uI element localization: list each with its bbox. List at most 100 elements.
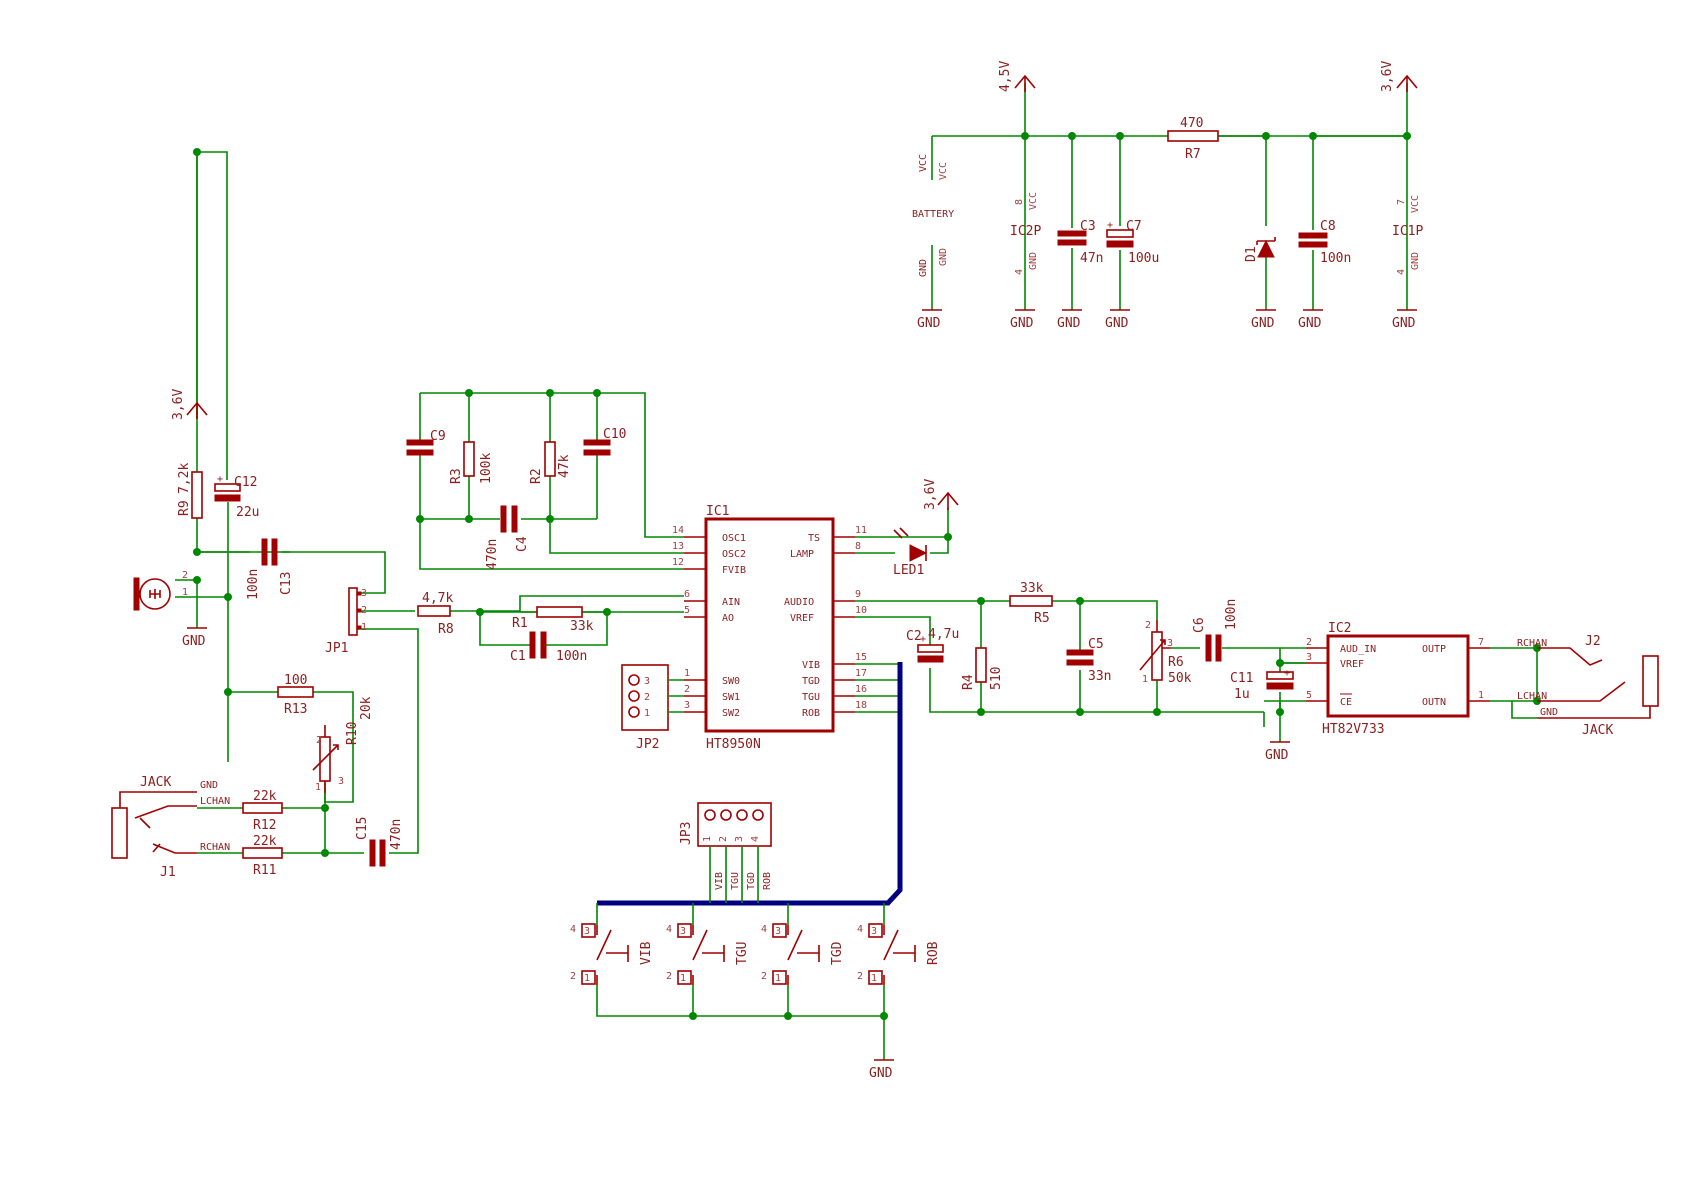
r4-value: 510 bbox=[989, 667, 1004, 690]
header-jp1: 3 2 1 JP1 bbox=[325, 587, 367, 656]
svg-text:TGD: TGD bbox=[802, 676, 820, 687]
output-section: + C2 4,7u R4 510 33k R5 C5 33n 2 3 1 R6 … bbox=[855, 581, 1659, 763]
svg-text:AO: AO bbox=[722, 613, 734, 624]
svg-text:+: + bbox=[1107, 220, 1113, 231]
svg-text:11: 11 bbox=[855, 525, 867, 536]
svg-text:17: 17 bbox=[855, 668, 867, 679]
c6-value: 100n bbox=[1224, 599, 1239, 630]
svg-text:TGU: TGU bbox=[802, 692, 820, 703]
c12-label: C12 bbox=[234, 475, 257, 490]
svg-text:1: 1 bbox=[584, 973, 590, 984]
svg-text:VREF: VREF bbox=[1340, 659, 1364, 670]
svg-text:3: 3 bbox=[584, 926, 590, 937]
svg-text:SW0: SW0 bbox=[722, 676, 740, 687]
supply-arrow-3v6: 3,6V bbox=[1380, 61, 1418, 92]
r11-value: 22k bbox=[253, 834, 277, 849]
r5-label: R5 bbox=[1034, 611, 1050, 626]
svg-text:GND: GND bbox=[182, 634, 206, 649]
svg-text:LAMP: LAMP bbox=[790, 549, 814, 560]
switch-vib-label: VIB bbox=[639, 941, 654, 965]
r12-value: 22k bbox=[253, 789, 277, 804]
ic2p-power-pins: 8 VCC IC2P 4 GND bbox=[1010, 192, 1041, 275]
c8-value: 100n bbox=[1320, 251, 1351, 266]
c8-label: C8 bbox=[1320, 219, 1336, 234]
svg-text:1: 1 bbox=[684, 668, 690, 679]
j2-label: J2 bbox=[1585, 634, 1601, 649]
svg-text:2: 2 bbox=[1145, 620, 1151, 631]
c4-value: 470n bbox=[485, 539, 500, 570]
jack-right-gnd: GND bbox=[1540, 707, 1558, 718]
svg-text:CE: CE bbox=[1340, 697, 1352, 708]
svg-text:3: 3 bbox=[684, 700, 690, 711]
ic2p-pin-4: 4 bbox=[1014, 269, 1025, 275]
r7-label: R7 bbox=[1185, 147, 1201, 162]
capacitor-c6: C6 100n bbox=[1192, 599, 1239, 662]
mic-pin-2: 2 bbox=[182, 570, 188, 581]
svg-text:4: 4 bbox=[570, 924, 576, 935]
svg-text:+: + bbox=[920, 634, 926, 645]
switch-tgd-label: TGD bbox=[830, 941, 845, 965]
svg-text:2: 2 bbox=[316, 735, 322, 746]
jp1-pin-3: 3 bbox=[361, 588, 367, 599]
svg-text:OUTP: OUTP bbox=[1422, 644, 1446, 655]
vcc-label: VCC bbox=[918, 154, 929, 172]
jack-left-gnd: GND bbox=[200, 780, 218, 791]
svg-text:GND: GND bbox=[1057, 316, 1081, 331]
r13-label: R13 bbox=[284, 702, 307, 717]
svg-text:16: 16 bbox=[855, 684, 867, 695]
svg-text:SW1: SW1 bbox=[722, 692, 740, 703]
svg-text:3: 3 bbox=[644, 676, 650, 687]
c5-value: 33n bbox=[1088, 669, 1111, 684]
svg-text:1: 1 bbox=[775, 973, 781, 984]
ic1-right-pins: 11 TS 8 LAMP 9 AUDIO 10 VREF 15 VIB 17 T… bbox=[784, 525, 867, 719]
svg-text:3: 3 bbox=[734, 836, 745, 842]
svg-text:9: 9 bbox=[855, 589, 861, 600]
svg-text:4: 4 bbox=[666, 924, 672, 935]
battery-symbol: VCC VCC BATTERY GND GND bbox=[912, 154, 954, 277]
svg-text:18: 18 bbox=[855, 700, 867, 711]
svg-text:OUTN: OUTN bbox=[1422, 697, 1446, 708]
svg-text:4: 4 bbox=[761, 924, 767, 935]
r8-label: R8 bbox=[438, 622, 454, 637]
svg-text:VIB: VIB bbox=[802, 660, 820, 671]
r7-value: 470 bbox=[1180, 116, 1203, 131]
resistor-r3: R3 100k bbox=[449, 441, 494, 484]
supply-arrow-4v5: 4,5V bbox=[998, 61, 1036, 92]
ic1-chip: IC1 HT8950N 14 OSC1 13 OSC2 12 FVIB 6 AI… bbox=[672, 504, 867, 752]
ic2p-pin-8: 8 bbox=[1014, 199, 1025, 205]
d1-label: D1 bbox=[1244, 246, 1259, 262]
jp3-label: JP3 bbox=[679, 822, 694, 845]
gnd-symbols-top: GND GND GND GND GND GND GND bbox=[917, 309, 1417, 331]
capacitor-c1: C1 100n bbox=[510, 631, 587, 664]
svg-text:2: 2 bbox=[761, 971, 767, 982]
capacitor-c8: C8 100n bbox=[1298, 219, 1351, 266]
svg-text:1: 1 bbox=[702, 836, 713, 842]
r12-label: R12 bbox=[253, 818, 276, 833]
c15-label: C15 bbox=[355, 817, 370, 840]
svg-text:GND: GND bbox=[1265, 748, 1289, 763]
svg-text:GND: GND bbox=[869, 1066, 893, 1081]
capacitor-c13: 100n C13 bbox=[246, 538, 294, 600]
switch-tgu-label: TGU bbox=[735, 942, 750, 965]
svg-text:ROB: ROB bbox=[802, 708, 820, 719]
resistor-r13: 100 R13 bbox=[277, 673, 314, 717]
svg-text:2: 2 bbox=[1306, 637, 1312, 648]
svg-text:+: + bbox=[1284, 668, 1290, 679]
header-jp2: 3 2 1 JP2 bbox=[621, 664, 684, 752]
jp3-rob: ROB bbox=[762, 872, 773, 890]
svg-text:3: 3 bbox=[871, 926, 877, 937]
jp3-vib: VIB bbox=[714, 872, 725, 890]
svg-text:5: 5 bbox=[1306, 690, 1312, 701]
resistor-r12: 22k R12 bbox=[242, 789, 283, 833]
r4-label: R4 bbox=[961, 674, 976, 690]
jack-j1: JACK GND LCHAN RCHAN J1 bbox=[111, 775, 230, 880]
trimmer-r6: 2 3 1 R6 50k bbox=[1139, 620, 1192, 686]
c2-value: 4,7u bbox=[928, 627, 959, 642]
c5-label: C5 bbox=[1088, 637, 1104, 652]
svg-text:1: 1 bbox=[680, 973, 686, 984]
capacitor-c2: + C2 4,7u bbox=[906, 627, 959, 663]
r6-label: R6 bbox=[1168, 655, 1184, 670]
r9-value: 7,2k bbox=[177, 463, 192, 494]
capacitor-c3: C3 47n bbox=[1057, 219, 1103, 266]
jack-right-rchan: RCHAN bbox=[1517, 638, 1547, 649]
